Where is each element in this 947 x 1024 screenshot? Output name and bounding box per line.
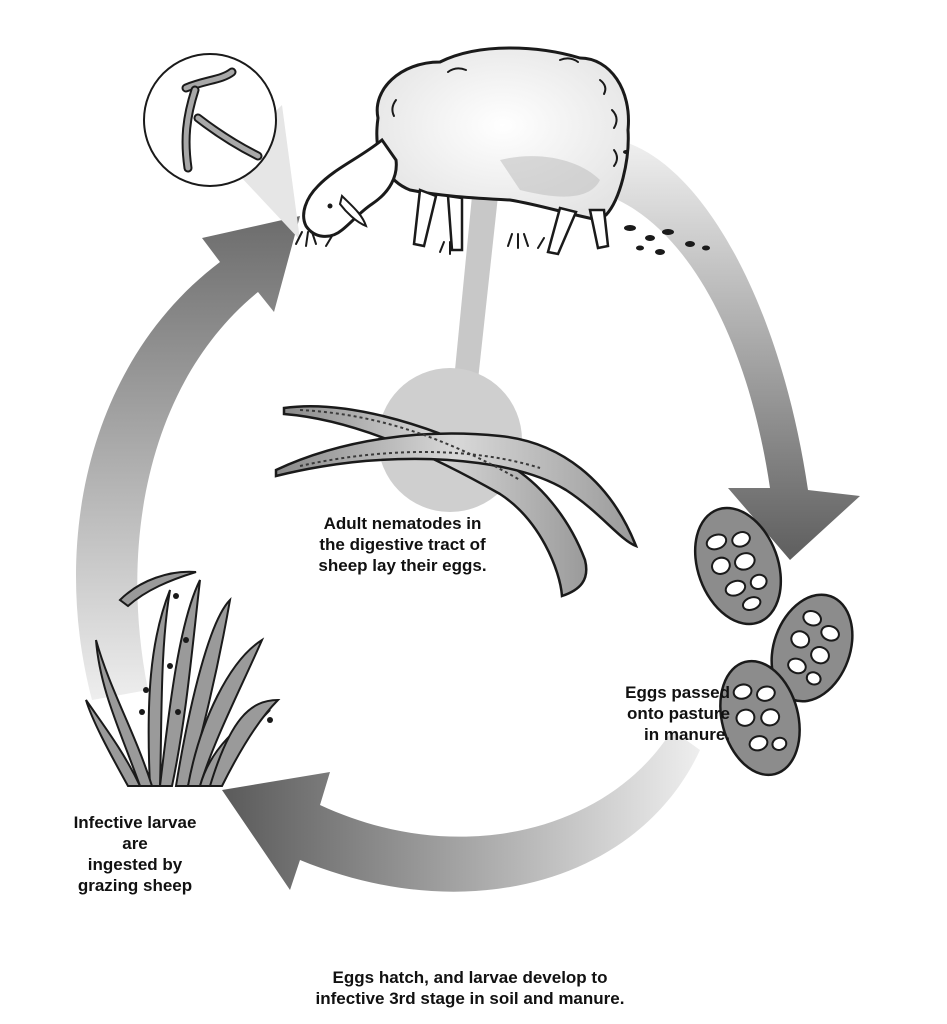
caption-eggs-passed: Eggs passed onto pasture in manure.	[625, 683, 730, 744]
arrow-sheep-to-eggs	[618, 140, 860, 560]
nematode-eggs-icon	[693, 506, 854, 777]
grass-with-larvae-icon	[85, 570, 281, 787]
larva-magnifier-icon	[143, 53, 300, 240]
sheep-icon	[295, 46, 710, 256]
arrow-grass-to-sheep	[75, 216, 300, 700]
arrow-eggs-to-grass	[222, 730, 700, 892]
caption-infective-larvae: Infective larvae are ingested by grazing…	[73, 813, 197, 895]
adult-nematode-icon	[274, 405, 639, 598]
caption-eggs-hatch: Eggs hatch, and larvae develop to infect…	[315, 968, 625, 1008]
caption-adult-nematodes: Adult nematodes in the digestive tract o…	[318, 514, 487, 575]
